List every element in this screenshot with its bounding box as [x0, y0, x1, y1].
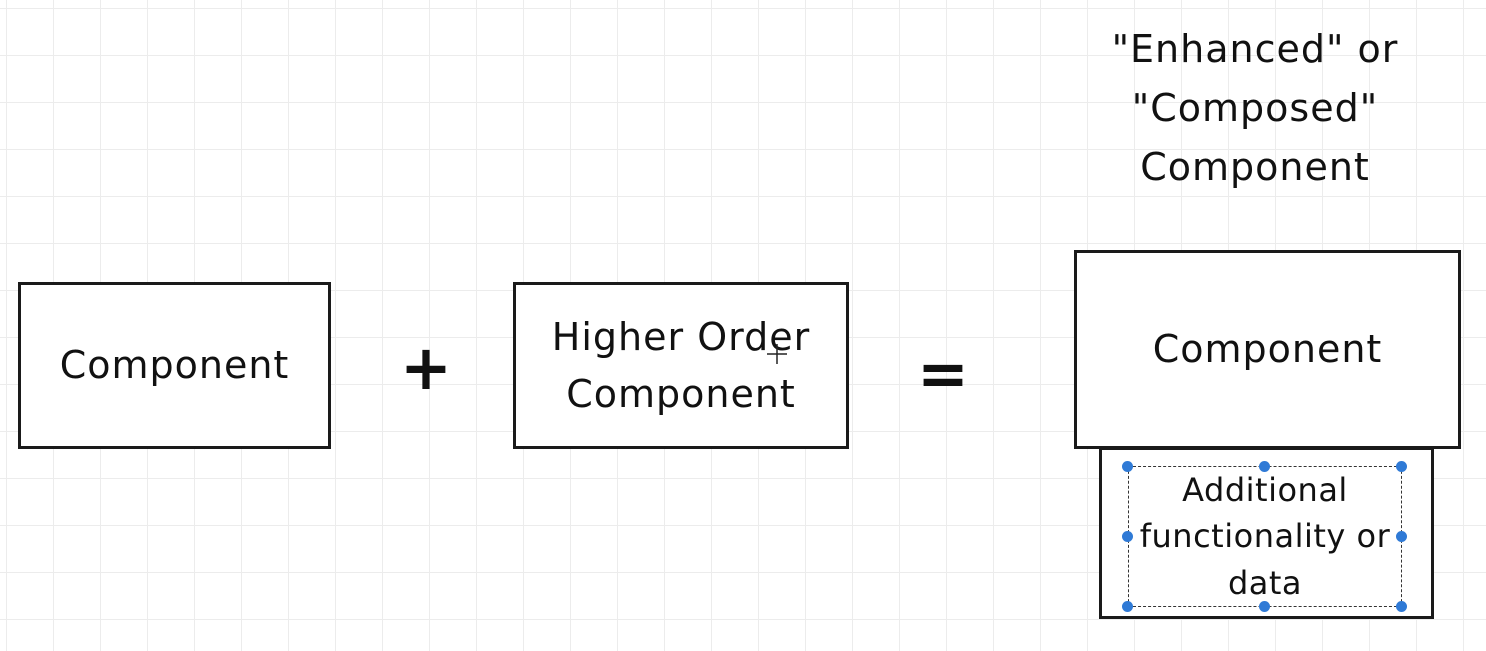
resize-handle-bottom-center[interactable] [1259, 601, 1270, 612]
resize-handle-top-right[interactable] [1396, 461, 1407, 472]
higher-order-component-label: Higher Order Component [551, 314, 811, 416]
resize-handle-top-left[interactable] [1122, 461, 1133, 472]
resize-handle-bottom-right[interactable] [1396, 601, 1407, 612]
additional-functionality-label: Additional functionality or data [1139, 470, 1391, 602]
resize-handle-top-center[interactable] [1259, 461, 1270, 472]
component-box[interactable]: Component [18, 282, 331, 449]
crosshair-cursor-icon [767, 344, 787, 364]
enhanced-component-heading: "Enhanced" or "Composed" Component [1111, 27, 1399, 189]
resize-handle-middle-left[interactable] [1122, 531, 1133, 542]
resize-handle-bottom-left[interactable] [1122, 601, 1133, 612]
equals-operator: = [917, 337, 969, 410]
resize-handle-middle-right[interactable] [1396, 531, 1407, 542]
higher-order-component-box[interactable]: Higher Order Component [513, 282, 849, 449]
enhanced-component-label: Component [1152, 327, 1383, 371]
component-box-label: Component [59, 343, 290, 387]
selected-text-element[interactable]: Additional functionality or data [1128, 466, 1402, 607]
plus-operator: + [400, 331, 452, 404]
enhanced-component-box[interactable]: Component [1074, 250, 1461, 449]
